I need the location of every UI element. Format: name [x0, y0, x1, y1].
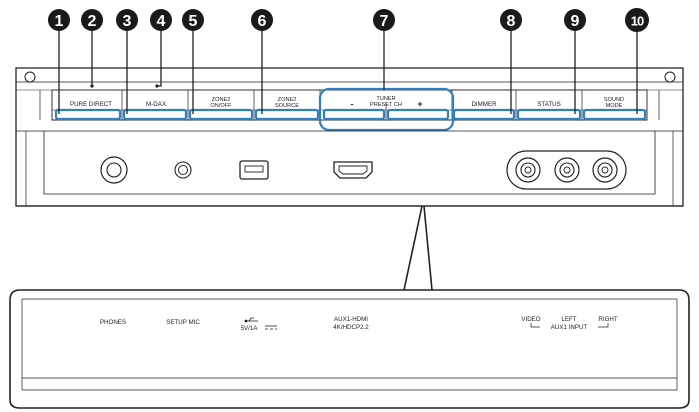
zone2-onoff-label-2: ON/OFF — [210, 103, 232, 109]
zone2-onoff-label-1: ZONE2 — [212, 97, 231, 103]
video-label: VIDEO — [521, 316, 540, 323]
sound-mode-button — [582, 108, 647, 121]
zone2-source-label-1: ZONE2 — [278, 97, 297, 103]
svg-text:10: 10 — [631, 14, 644, 29]
preset-plus-button — [386, 108, 450, 121]
svg-text:6: 6 — [258, 13, 267, 30]
preset-ch-label: PRESET CH — [370, 102, 402, 108]
front-panel: PURE DIRECT M-DAX ZONE2 ON/OFF ZONE2 SOU… — [15, 67, 684, 207]
phones-jack-icon — [100, 156, 128, 184]
svg-text:8: 8 — [507, 13, 516, 30]
svg-text:5: 5 — [189, 13, 198, 30]
svg-text:9: 9 — [571, 13, 580, 30]
preset-minus-button — [322, 108, 386, 121]
preset-plus-label: + — [417, 99, 422, 109]
tuner-preset-group — [318, 87, 455, 132]
callout-3: 3 — [116, 9, 138, 31]
callout-8: 8 — [500, 9, 522, 31]
callout-6: 6 — [251, 9, 273, 31]
callout-1: 1 — [48, 9, 70, 31]
svg-text:7: 7 — [380, 13, 389, 30]
sound-mode-label-1: SOUND — [604, 97, 624, 103]
mdax-button-label: M-DAX — [146, 101, 166, 108]
hdmi-label-2: 4K/HDCP2.2 — [333, 324, 369, 331]
hdmi-port-icon — [333, 161, 373, 179]
preset-minus-label: - — [351, 99, 354, 109]
zoom-connector — [403, 205, 433, 291]
callout-2: 2 — [81, 9, 103, 31]
svg-text:1: 1 — [55, 13, 64, 30]
callout-7: 7 — [373, 9, 395, 31]
status-button — [516, 108, 582, 121]
right-label: RIGHT — [598, 316, 617, 323]
screw-right-icon — [664, 71, 676, 83]
zone2-source-button — [254, 108, 320, 121]
dimmer-button — [452, 108, 516, 121]
usb-symbol-icon — [244, 317, 258, 323]
usb-rating-label: 5V/1A — [241, 325, 259, 332]
aux1-rca-jacks-icon — [506, 150, 627, 190]
pure-direct-button-label: PURE DIRECT — [70, 101, 112, 108]
aux1-bracket — [530, 323, 609, 328]
screw-left-icon — [24, 71, 36, 83]
aux1-input-label: AUX1 INPUT — [551, 324, 588, 331]
callout-5: 5 — [182, 9, 204, 31]
setup-mic-jack-icon — [174, 161, 192, 179]
pure-direct-button — [54, 108, 122, 121]
dc-symbol-icon — [265, 325, 277, 330]
svg-text:3: 3 — [123, 13, 132, 30]
left-label: LEFT — [561, 316, 576, 323]
callout-9: 9 — [564, 9, 586, 31]
status-button-label: STATUS — [537, 101, 561, 108]
usb-port-icon — [239, 160, 269, 180]
svg-text:4: 4 — [157, 13, 166, 30]
zone2-onoff-button — [188, 108, 254, 121]
phones-label: PHONES — [100, 319, 126, 326]
zone2-source-label-2: SOURCE — [275, 103, 299, 109]
callout-leaders — [58, 28, 638, 114]
enlarged-label-panel: PHONES SETUP MIC 5V/1A AUX1-HDMI 4K/HDCP… — [9, 289, 690, 409]
dimmer-button-label: DIMMER — [471, 101, 497, 108]
callout-4: 4 — [150, 9, 172, 31]
setup-mic-label: SETUP MIC — [166, 319, 200, 326]
mdax-button — [122, 108, 188, 121]
tuner-label: TUNER — [376, 96, 395, 102]
hdmi-label-1: AUX1-HDMI — [334, 316, 368, 323]
callout-badges: 1 2 3 4 5 6 7 8 — [48, 8, 649, 32]
callout-10: 10 — [625, 8, 649, 32]
svg-text:2: 2 — [88, 13, 97, 30]
sound-mode-label-2: MODE — [606, 103, 623, 109]
